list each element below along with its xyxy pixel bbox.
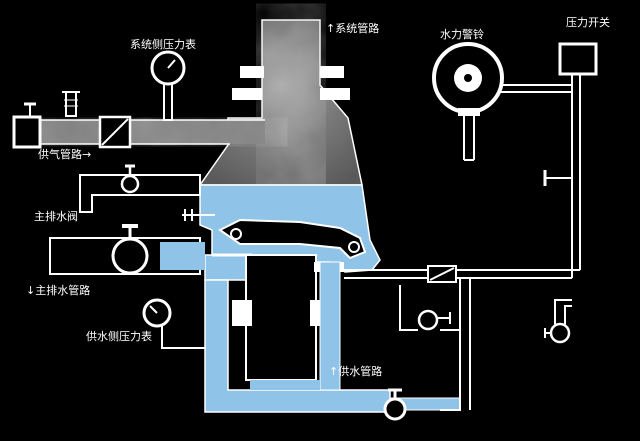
valve-seat <box>232 254 344 381</box>
supply-pressure-gauge <box>142 298 205 349</box>
supply-gauge-label: 供水侧压力表 <box>86 330 152 343</box>
alarm-drain-valve <box>544 322 571 344</box>
supply-control-valve <box>383 388 407 421</box>
main-drain-pipe-text: 主排水管路 <box>35 284 91 297</box>
pressure-switch-label: 压力开关 <box>566 16 610 29</box>
supply-pipe-label: ↑供水管路 <box>329 365 382 378</box>
air-supply-label: 供气管路→ <box>38 148 91 161</box>
flange <box>320 88 350 100</box>
air-supply-pipe <box>12 91 265 149</box>
system-pressure-gauge <box>150 50 186 121</box>
alarm-test-valve <box>417 309 451 331</box>
supply-pipe-text: 供水管路 <box>338 365 383 378</box>
flange <box>320 66 344 78</box>
up-arrow-icon: ↑ <box>326 22 336 35</box>
system-pipe-text: 系统管路 <box>335 22 380 35</box>
system-drain-line <box>79 164 201 213</box>
system-gauge-label: 系统侧压力表 <box>130 38 196 51</box>
flange <box>232 88 262 100</box>
right-arrow-icon: → <box>82 148 92 161</box>
flange <box>240 66 264 78</box>
main-drain <box>49 224 205 275</box>
water-supply-pipe <box>204 261 461 413</box>
system-pipe-label: ↑系统管路 <box>326 22 379 35</box>
water-gong-label: 水力警铃 <box>440 28 484 41</box>
main-drain-pipe-label: ↓主排水管路 <box>26 284 90 297</box>
system-air-chamber <box>198 19 363 186</box>
up-arrow-icon: ↑ <box>329 365 339 378</box>
down-arrow-icon: ↓ <box>26 284 36 297</box>
air-supply-text: 供气管路 <box>38 148 82 161</box>
clapper <box>218 218 367 260</box>
main-drain-valve-label: 主排水阀 <box>34 210 78 223</box>
alarm-check-valve <box>427 265 457 283</box>
water-gong-icon <box>432 42 504 116</box>
riser-valve <box>543 170 572 186</box>
pressure-switch-icon <box>558 42 598 76</box>
